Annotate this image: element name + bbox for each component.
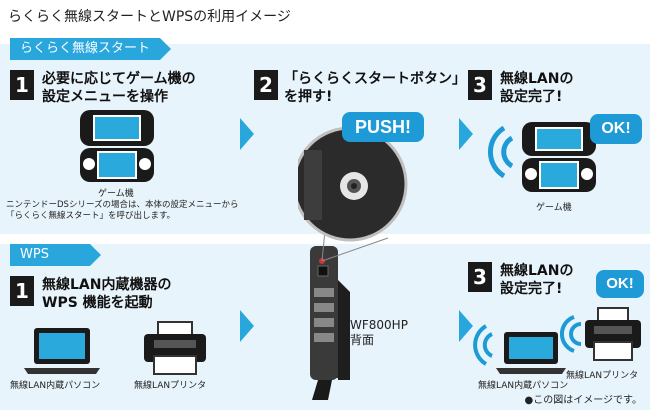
router-side: 背面 (350, 333, 375, 347)
easy-step1-note-line2: 「らくらく無線スタート」を呼び出します。 (6, 211, 176, 221)
push-bubble: PUSH! (342, 112, 424, 142)
wps-step1-pc-caption: 無線LAN内蔵パソコン (10, 381, 101, 391)
router-illustration (298, 126, 408, 400)
easy-step2-text: 「らくらくスタートボタン」 を押す! (284, 70, 466, 106)
chevron-right-icon (240, 118, 254, 150)
router-model-label: WF800HP 背面 (350, 318, 408, 348)
easy-step3-line1: 無線LANの (500, 71, 574, 87)
easy-step3-number: 3 (468, 70, 492, 100)
easy-step2-line1: 「らくらくスタートボタン」 (284, 71, 466, 87)
easy-step1-text: 必要に応じてゲーム機の 設定メニューを操作 (42, 70, 196, 106)
wps-step3-number: 3 (468, 262, 492, 292)
wifi-signal-icon (560, 315, 582, 353)
wps-step3-line1: 無線LANの (500, 263, 574, 279)
wps-step1-line2: WPS 機能を起動 (42, 295, 153, 311)
ok-bubble: OK! (596, 270, 644, 298)
printer-icon (585, 307, 641, 361)
easy-step3-device-caption: ゲーム機 (536, 203, 572, 213)
wps-step1-text: 無線LAN内蔵機器の WPS 機能を起動 (42, 276, 171, 312)
easy-step1-number: 1 (10, 70, 34, 100)
easy-step3-text: 無線LANの 設定完了! (500, 70, 573, 106)
easy-step1-line2: 設定メニューを操作 (42, 89, 168, 105)
chevron-right-icon (459, 118, 473, 150)
wps-step1-printer-caption: 無線LANプリンタ (134, 381, 207, 391)
chevron-right-icon (240, 310, 254, 342)
easy-step1-note: ニンテンドーDSシリーズの場合は、本体の設定メニューから 「らくらく無線スタート… (6, 200, 239, 222)
easy-step1-line1: 必要に応じてゲーム機の (42, 71, 196, 87)
page-title: らくらく無線スタートとWPSの利用イメージ (8, 9, 291, 25)
game-console-icon (522, 122, 596, 192)
wps-step1-number: 1 (10, 276, 34, 306)
wps-step3-pc-caption: 無線LAN内蔵パソコン (478, 381, 569, 391)
wps-step3-line2: 設定完了! (500, 281, 563, 297)
chevron-right-icon (459, 310, 473, 342)
wps-step3-text: 無線LANの 設定完了! (500, 262, 573, 298)
wps-tag: WPS (10, 244, 101, 266)
easy-step1-note-line1: ニンテンドーDSシリーズの場合は、本体の設定メニューから (6, 200, 239, 210)
laptop-icon (496, 332, 566, 374)
printer-icon (144, 321, 206, 375)
easy-step2-line2: を押す! (284, 89, 333, 105)
wifi-signal-icon (487, 125, 514, 179)
ok-bubble: OK! (590, 114, 642, 144)
wifi-signal-icon (473, 324, 493, 366)
game-console-icon (80, 110, 154, 182)
footnote: ●この図はイメージです。 (524, 395, 642, 406)
easy-step1-device-caption: ゲーム機 (98, 189, 134, 199)
laptop-icon (24, 328, 100, 374)
router-model: WF800HP (350, 318, 408, 332)
easy-step2-number: 2 (254, 70, 278, 100)
wps-step1-line1: 無線LAN内蔵機器の (42, 277, 172, 293)
easy-start-tag: らくらく無線スタート (10, 38, 171, 60)
easy-step3-line2: 設定完了! (500, 89, 563, 105)
wps-step3-printer-caption: 無線LANプリンタ (566, 371, 639, 381)
